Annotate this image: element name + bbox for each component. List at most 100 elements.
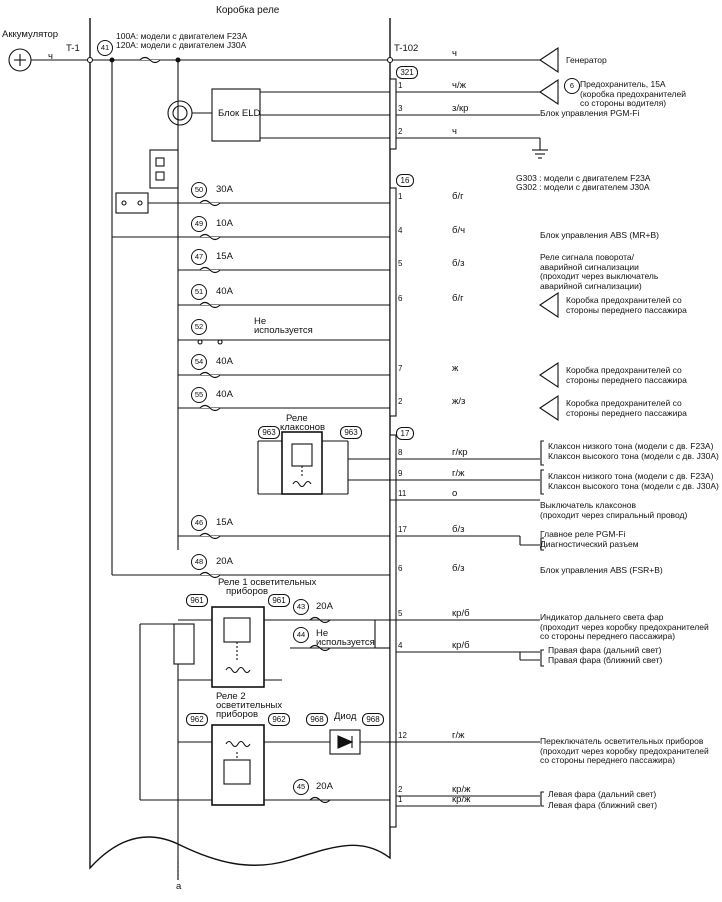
wire-destination: Правая фара (дальний свет)Правая фара (б…: [548, 645, 663, 665]
connector-pin: 17: [398, 525, 407, 534]
small-relay: [149, 149, 179, 189]
eld-label: Блок ELD: [218, 108, 261, 119]
fuse-rating: 10A: [216, 218, 233, 229]
wire-color: з/кр: [452, 103, 469, 114]
lighting-relay-1-line2: приборов: [226, 586, 269, 597]
connector-pin: 1: [398, 795, 403, 804]
wire-color: б/г: [452, 293, 464, 304]
connector-963-left: 963: [258, 426, 280, 439]
wire-color: ч: [452, 48, 457, 59]
fuse-symbol: [199, 266, 221, 274]
connector-962-right: 962: [268, 713, 290, 726]
horn-relay-line1: Реле: [286, 413, 308, 424]
fuse-number: 47: [191, 249, 207, 265]
wire-destination: Переключатель осветительных приборов(про…: [540, 736, 709, 765]
connector-pin: 3: [398, 104, 403, 113]
connector-pin: 6: [398, 564, 403, 573]
connector-963-right: 963: [340, 426, 362, 439]
relay-961-box: [173, 623, 195, 665]
fuse-rating: 40A: [216, 286, 233, 297]
wire-color: ч/ж: [452, 80, 466, 91]
wire-color: б/з: [452, 524, 465, 535]
connector-17: 17: [396, 427, 414, 440]
fuse-rating: 20A: [316, 781, 333, 792]
wire-destination: Реле сигнала поворота/аварийной сигнализ…: [540, 252, 659, 291]
fuse-number: 44: [293, 627, 309, 643]
fuse-rating: 20A: [216, 556, 233, 567]
wire-color: кр/б: [452, 640, 470, 651]
wire-destination: Левая фара (дальний свет): [548, 789, 657, 799]
battery-wire-color: ч: [48, 51, 53, 62]
fuse-rating: 15A: [216, 517, 233, 528]
fuse-number: 54: [191, 354, 207, 370]
fuse-number: 48: [191, 554, 207, 570]
connector-pin: 2: [398, 785, 403, 794]
connector-pin: 12: [398, 731, 407, 740]
fuse-symbol: [199, 233, 221, 241]
fuse-number: 55: [191, 387, 207, 403]
lighting-relay-1: [211, 606, 265, 688]
connector-pin: 5: [398, 259, 403, 268]
wire-destination: Индикатор дальнего света фар(проходит че…: [540, 612, 709, 641]
connector-961-left: 961: [186, 594, 208, 607]
connector-968-left: 968: [306, 713, 328, 726]
not-used-44-line2: используется: [316, 637, 375, 648]
connector-pin: 6: [398, 294, 403, 303]
dest-fuse-number: 6: [564, 78, 580, 94]
eld-sensor: [167, 100, 193, 126]
wire-destination: Блок управления ABS (MR+B): [540, 230, 659, 240]
connector-strip-16: [389, 187, 397, 417]
wire-color: г/ж: [452, 468, 465, 479]
fuse-symbol: [197, 339, 223, 345]
wire-color: ж: [452, 363, 459, 374]
battery-label: Аккумулятор: [2, 29, 59, 40]
connector-pin: 1: [398, 81, 403, 90]
connector-961-right: 961: [268, 594, 290, 607]
fuse-number: 45: [293, 779, 309, 795]
lighting-relay-2-line1: Реле 2: [216, 691, 246, 702]
terminal-left: T-1: [66, 43, 80, 54]
ground-line2: G302 : модели с двигателем J30A: [516, 182, 650, 192]
wire-color: ч: [452, 126, 457, 137]
connector-pin: 4: [398, 641, 403, 650]
connector-pin: 4: [398, 226, 403, 235]
wire-color: кр/б: [452, 608, 470, 619]
wire-destination: Клаксон низкого тона (модели с дв. F23A)…: [548, 471, 719, 491]
small-fuse-box: [115, 192, 149, 214]
fuse-number: 43: [293, 599, 309, 615]
wire-destination: Генератор: [566, 55, 607, 65]
fuse-number: 51: [191, 284, 207, 300]
horn-relay-line2: клаксонов: [280, 422, 326, 433]
wire-color: кр/ж: [452, 794, 471, 805]
fuse-rating: 40A: [216, 356, 233, 367]
relay-box-outline: [89, 18, 391, 870]
connector-pin: 7: [398, 364, 403, 373]
wire-color: кр/ж: [452, 784, 471, 795]
wire-color: б/з: [452, 563, 465, 574]
connector-pin: 11: [398, 489, 407, 498]
terminal-right: T-102: [394, 43, 419, 54]
fuse-number: 46: [191, 515, 207, 531]
fuse-rating: 15A: [216, 251, 233, 262]
connector-pin: 2: [398, 127, 403, 136]
fuse-symbol: [199, 199, 221, 207]
connector-16: 16: [396, 174, 414, 187]
wire-destination: Выключатель клаксонов(проходит через спи…: [540, 500, 688, 520]
wire-destination: Левая фара (ближний свет): [548, 800, 658, 810]
fuse-rating: 20A: [316, 601, 333, 612]
wire-destination: Клаксон низкого тона (модели с дв. F23A)…: [548, 441, 719, 461]
fuse-rating: 30A: [216, 184, 233, 195]
lighting-relay-1-line1: Реле 1 осветительных: [218, 577, 317, 588]
relay-box-title: Коробка реле: [216, 5, 280, 16]
horn-relay: [281, 431, 323, 495]
not-used-line2: используется: [254, 325, 313, 336]
fuse-symbol: [199, 571, 221, 579]
main-fuse-line1: 100A: модели с двигателем F23A: [116, 31, 248, 41]
connector-pin: 1: [398, 192, 403, 201]
connector-962-left: 962: [186, 713, 208, 726]
connector-pin: 5: [398, 609, 403, 618]
